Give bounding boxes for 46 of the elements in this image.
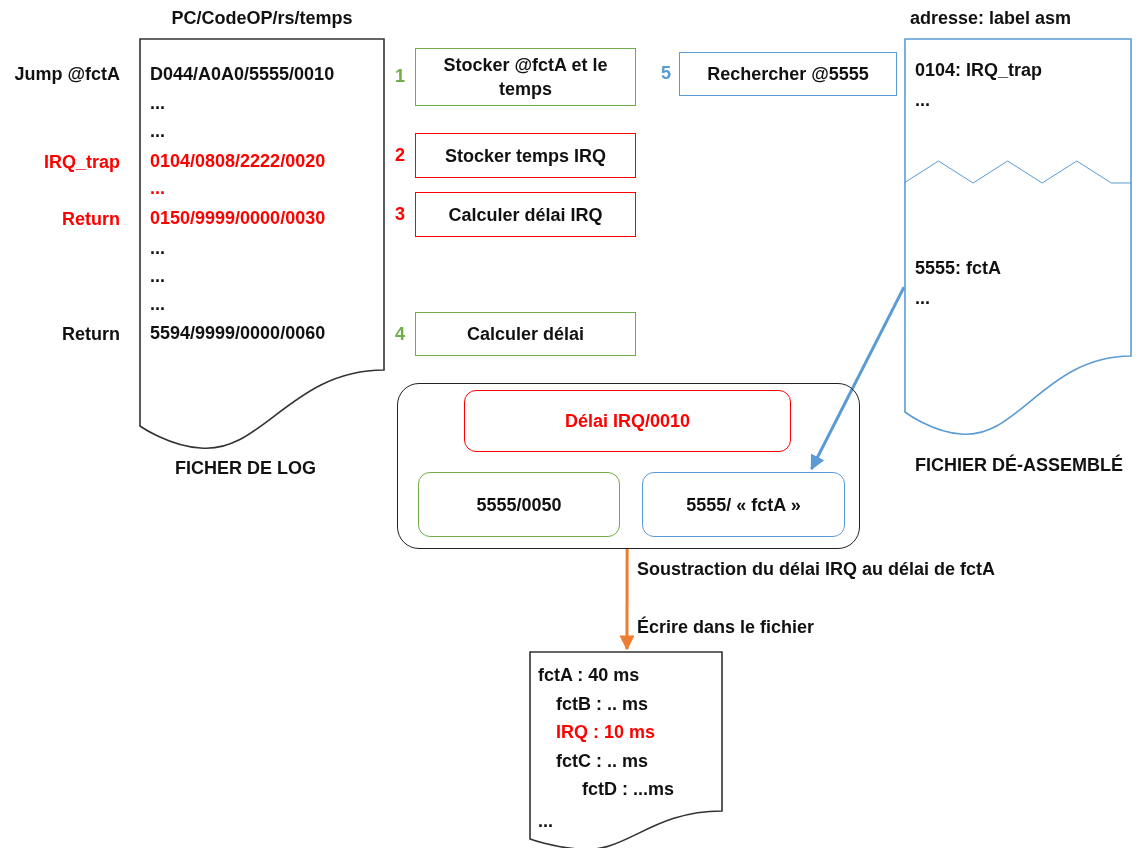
text-line: ...: [150, 266, 165, 287]
process-box: Rechercher @5555: [679, 52, 897, 96]
text-line: 0104: IRQ_trap: [915, 60, 1043, 81]
text-line: 0150/9999/0000/0030: [150, 208, 326, 229]
text-line: fctC : .. ms: [556, 751, 648, 772]
rounded-box: Délai IRQ/0010: [464, 390, 791, 452]
column-heading: adresse: label asm: [910, 8, 1072, 29]
process-box: Calculer délai IRQ: [415, 192, 636, 237]
edge-label: Soustraction du délai IRQ au délai de fctA: [635, 559, 998, 580]
arrow: [810, 286, 906, 471]
process-box: Stocker @fctA et le temps: [415, 48, 636, 106]
note-text: Écrire dans le fichier: [637, 617, 815, 638]
text-line: fctA : 40 ms: [538, 665, 640, 686]
instruction-label: Jump @fctA: [14, 64, 120, 85]
text-line: fctB : .. ms: [556, 694, 648, 715]
text-line: ...: [915, 288, 930, 309]
step-number: 2: [395, 145, 405, 166]
step-number: 4: [395, 324, 405, 345]
text-line: 5555: fctA: [915, 258, 1002, 279]
text-line: ...: [538, 811, 553, 832]
instruction-label: Return: [62, 324, 120, 345]
text-line: 5594/9999/0000/0060: [150, 323, 326, 344]
process-box: Stocker temps IRQ: [415, 133, 636, 178]
text-line: ...: [150, 93, 165, 114]
step-number: 1: [395, 66, 405, 87]
text-line: 0104/0808/2222/0020: [150, 151, 326, 172]
step-number: 3: [395, 204, 405, 225]
group-frame: [397, 383, 860, 549]
text-line: D044/A0A0/5555/0010: [150, 64, 335, 85]
text-line: fctD : ...ms: [582, 779, 674, 800]
instruction-label: Return: [62, 209, 120, 230]
text-line: ...: [150, 294, 165, 315]
rounded-box: 5555/ « fctA »: [642, 472, 845, 537]
instruction-label: IRQ_trap: [43, 152, 120, 173]
process-box: Calculer délai: [415, 312, 636, 356]
text-line: ...: [150, 121, 165, 142]
document-caption: FICHER DE LOG: [175, 458, 316, 479]
text-line: ...: [915, 90, 930, 111]
step-number: 5: [661, 63, 671, 84]
column-heading: PC/CodeOP/rs/temps: [170, 8, 354, 29]
rounded-box: 5555/0050: [418, 472, 620, 537]
text-line: ...: [150, 178, 165, 199]
text-line: IRQ : 10 ms: [556, 722, 656, 743]
text-line: ...: [150, 238, 165, 259]
document-caption: FICHIER DÉ-ASSEMBLÉ: [915, 455, 1123, 476]
arrow: [619, 549, 635, 651]
